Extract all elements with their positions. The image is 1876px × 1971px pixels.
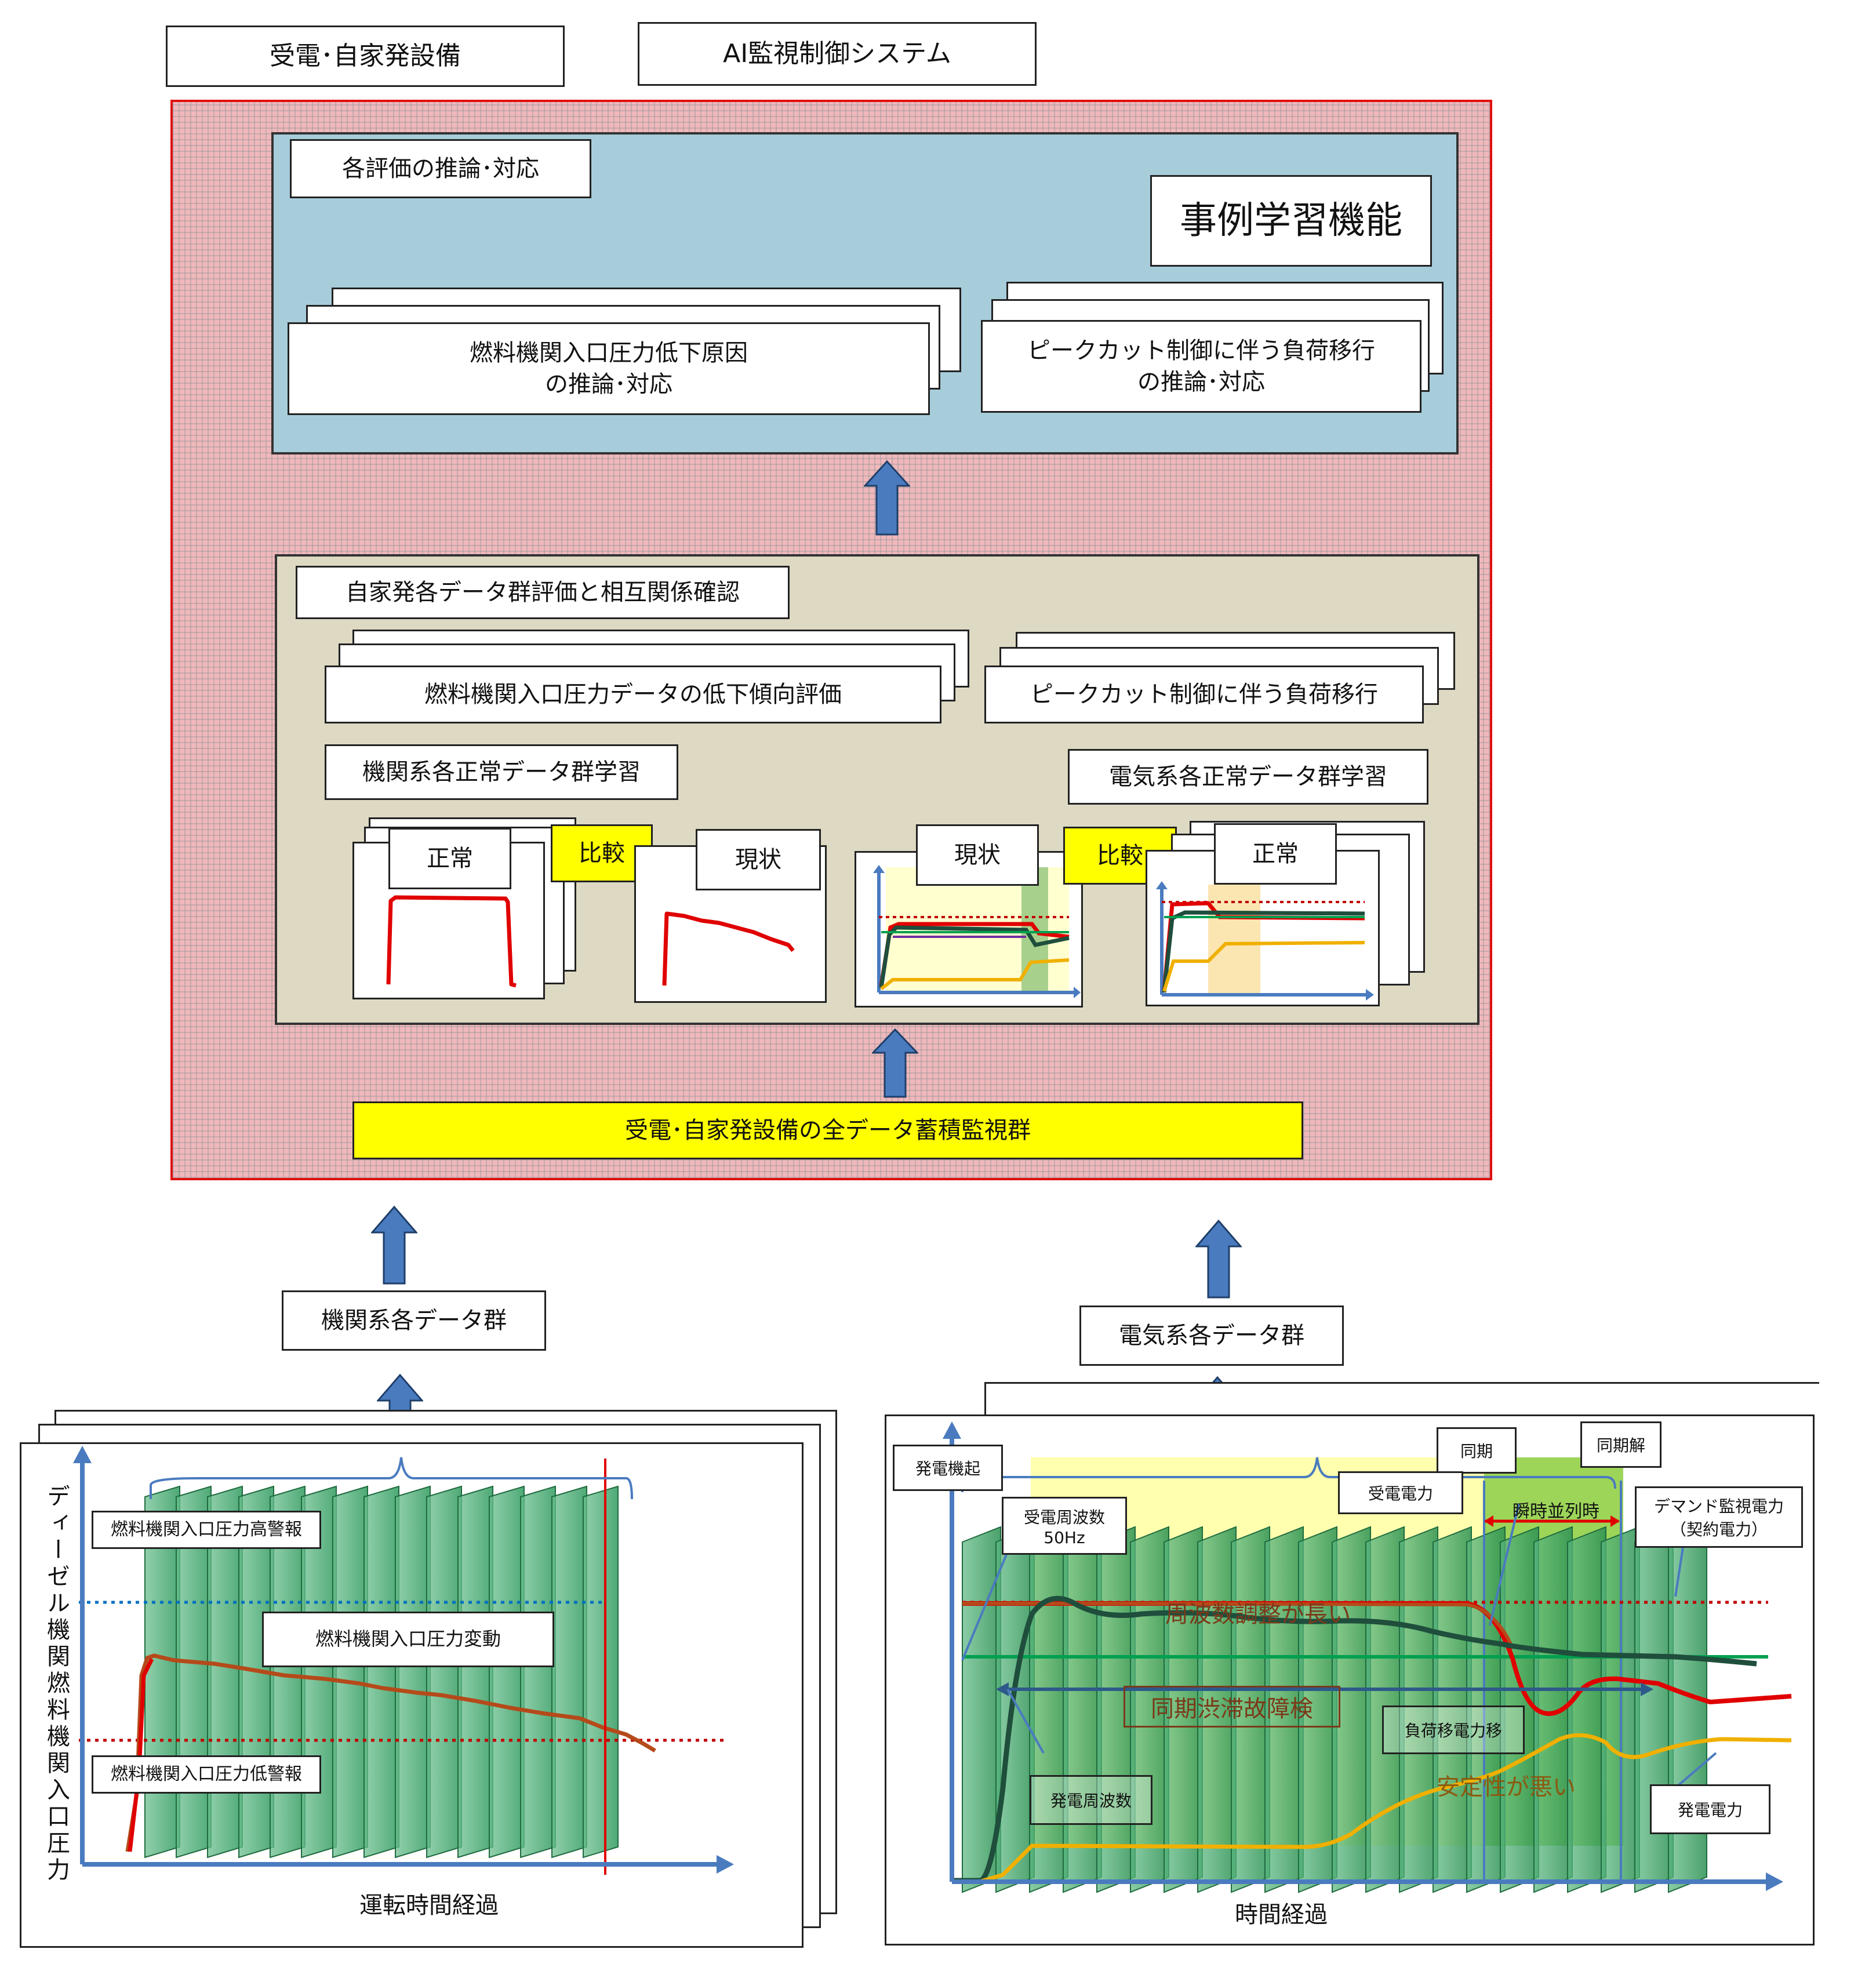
up-arrow-icon <box>864 460 910 536</box>
electric-chart-xlabel: 時間経過 <box>1235 1901 1328 1928</box>
data-sheet <box>489 1485 525 1859</box>
data-sheet <box>1029 1526 1068 1893</box>
electric-current-label: 現状 <box>916 824 1039 886</box>
gen-power-label: 発電電力 <box>1650 1784 1770 1834</box>
parallel-label: 瞬時並列時 <box>1513 1501 1599 1522</box>
load-shift-note: 負荷移電力移 <box>1382 1705 1525 1754</box>
learning-function-label: 事例学習機能 <box>1150 175 1432 267</box>
low-alarm-label: 燃料機関入口圧力低警報 <box>92 1755 321 1794</box>
freq-adjust-note: 周波数調整が長い <box>1165 1601 1351 1628</box>
data-sheet <box>1063 1526 1102 1893</box>
data-sheet <box>520 1485 556 1859</box>
data-sheet <box>395 1485 431 1859</box>
high-alarm-label: 燃料機関入口圧力高警報 <box>92 1511 321 1549</box>
data-sheet <box>583 1485 619 1859</box>
engine-chart-xlabel: 運転時間経過 <box>359 1892 499 1919</box>
data-sheet <box>363 1485 399 1859</box>
engine-chart-ylabel: ディーゼル機関燃料機関入口圧力 <box>43 1484 70 1884</box>
peakcut-shift-evaluation: ピークカット制御に伴う負荷移行 <box>984 666 1424 723</box>
engine-data-group-label: 機関系各データ群 <box>282 1290 546 1351</box>
electric-learning-label: 電気系各正常データ群学習 <box>1068 749 1428 805</box>
evaluation-panel-label: 自家発各データ群評価と相互関係確認 <box>296 566 790 619</box>
all-data-bar: 受電･自家発設備の全データ蓄積監視群 <box>352 1101 1303 1159</box>
data-sheet <box>426 1485 462 1859</box>
sync-fault-note: 同期渋滞故障検 <box>1124 1686 1340 1728</box>
up-arrow-icon <box>1195 1220 1242 1299</box>
data-sheet <box>332 1485 368 1859</box>
data-sheet <box>995 1526 1035 1893</box>
sync-release-label: 同期解 <box>1580 1421 1662 1468</box>
electric-normal-label: 正常 <box>1214 823 1337 885</box>
system-title: AI監視制御システム <box>638 22 1037 86</box>
normal-curve-icon <box>386 895 517 988</box>
data-sheet <box>457 1485 493 1859</box>
recv-power-label: 受電電力 <box>1338 1471 1463 1514</box>
stability-note: 安定性が悪い <box>1437 1774 1576 1801</box>
electric-normal-mini-chart <box>1156 881 1374 1001</box>
peakcut-inference: ピークカット制御に伴う負荷移行 の推論･対応 <box>981 320 1421 413</box>
engine-learning-label: 機関系各正常データ群学習 <box>325 744 678 800</box>
up-arrow-icon <box>872 1028 918 1098</box>
data-sheet <box>1634 1526 1674 1893</box>
equipment-title: 受電･自家発設備 <box>166 26 565 87</box>
recv-freq-label: 受電周波数 50Hz <box>1002 1497 1127 1555</box>
engine-normal-label: 正常 <box>388 828 511 889</box>
inference-panel-label: 各評価の推論･対応 <box>290 139 591 198</box>
fuel-cause-inference: 燃料機関入口圧力低下原因 の推論･対応 <box>288 322 930 415</box>
fluctuation-label: 燃料機関入口圧力変動 <box>262 1612 554 1667</box>
gen-start-label: 発電機起 <box>893 1445 1003 1491</box>
demand-label: デマンド監視電力 （契約電力） <box>1635 1486 1803 1548</box>
fuel-trend-evaluation: 燃料機関入口圧力データの低下傾向評価 <box>325 666 941 723</box>
sync-label: 同期 <box>1437 1427 1517 1474</box>
data-sheet <box>1567 1526 1606 1893</box>
electric-current-mini-chart <box>873 865 1081 998</box>
data-sheet <box>1668 1526 1707 1893</box>
data-sheet <box>551 1485 587 1859</box>
electric-data-group-label: 電気系各データ群 <box>1079 1305 1344 1366</box>
electric-chart-canvas <box>943 1421 1792 1893</box>
up-arrow-icon <box>371 1206 417 1285</box>
declining-curve-icon <box>662 911 795 986</box>
engine-current-label: 現状 <box>696 829 821 890</box>
gen-freq-label: 発電周波数 <box>1030 1775 1152 1825</box>
